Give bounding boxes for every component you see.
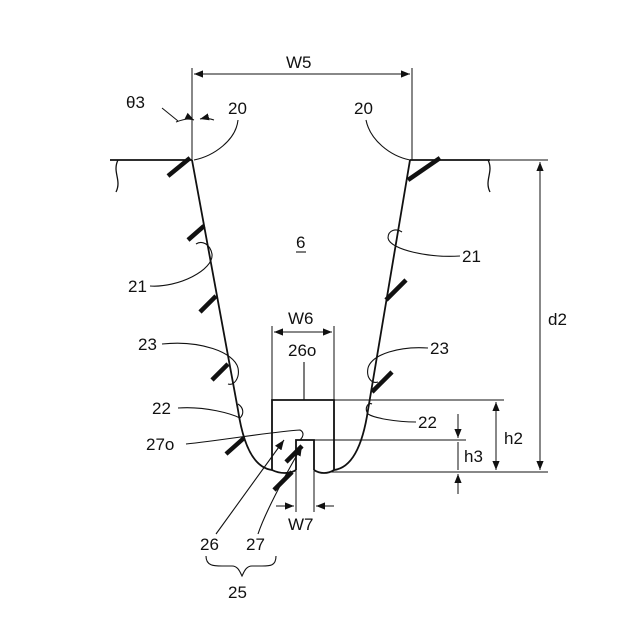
label-d2: d2 (548, 310, 567, 329)
label-theta3: θ3 (126, 93, 145, 112)
brace-25 (206, 556, 276, 576)
label-w7: W7 (288, 515, 314, 534)
label-23-left: 23 (138, 335, 157, 354)
label-h2: h2 (504, 429, 523, 448)
label-groove-6: 6 (296, 233, 305, 252)
label-21-left: 21 (128, 277, 147, 296)
narrow-sipe (296, 440, 314, 470)
label-w6: W6 (288, 309, 314, 328)
label-w5: W5 (286, 53, 312, 72)
label-26o: 26o (288, 341, 316, 360)
label-27: 27 (246, 535, 265, 554)
label-25: 25 (228, 583, 247, 602)
label-22-left: 22 (152, 399, 171, 418)
angle-theta3: θ3 (126, 93, 214, 122)
label-22-right: 22 (418, 413, 437, 432)
label-20-left: 20 (228, 99, 247, 118)
label-21-right: 21 (462, 247, 481, 266)
label-23-right: 23 (430, 339, 449, 358)
label-27o: 27o (146, 435, 174, 454)
dimension-h3: h3 (314, 414, 483, 494)
label-h3: h3 (464, 447, 483, 466)
label-20-right: 20 (354, 99, 373, 118)
label-26: 26 (200, 535, 219, 554)
